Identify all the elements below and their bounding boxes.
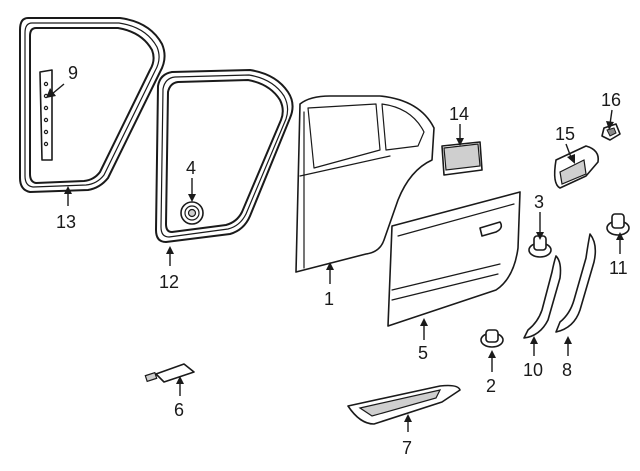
- callout-8: 8: [562, 360, 572, 380]
- part-6-adhesive-tube: [144, 363, 195, 383]
- callout-5: 5: [418, 343, 428, 363]
- callout-3: 3: [534, 192, 544, 212]
- leader-lines: [46, 83, 624, 432]
- callout-4: 4: [186, 158, 196, 178]
- callout-6: 6: [174, 400, 184, 420]
- callout-10: 10: [523, 360, 543, 380]
- part-10-moulding: [523, 255, 562, 339]
- part-14-insulator-pad: [441, 141, 483, 176]
- callout-1: 1: [324, 289, 334, 309]
- part-2-plug: [480, 329, 504, 348]
- callout-7: 7: [402, 438, 412, 458]
- part-11-plug: [606, 213, 630, 236]
- callout-9: 9: [68, 63, 78, 83]
- part-7-scuff-plate: [347, 384, 461, 425]
- part-4-grommet: [180, 201, 204, 225]
- callout-labels: 1 2 3 4 5 6 7 8 9 10 11 12 13 14 15 16: [56, 63, 628, 458]
- callout-13: 13: [56, 212, 76, 232]
- callout-15: 15: [555, 124, 575, 144]
- part-12-door-weatherstrip: [155, 69, 294, 243]
- callout-2: 2: [486, 376, 496, 396]
- callout-16: 16: [601, 90, 621, 110]
- part-5-outer-panel: [387, 191, 521, 327]
- part-9-retainer-strip: [39, 69, 53, 161]
- part-1-door-shell: [295, 95, 435, 273]
- part-8-moulding: [555, 233, 597, 333]
- part-16-clip: [601, 123, 621, 141]
- callout-11: 11: [609, 258, 628, 278]
- callout-12: 12: [159, 272, 179, 292]
- part-13-body-weatherstrip: [19, 17, 166, 193]
- callout-14: 14: [449, 104, 469, 124]
- part-15-bracket: [553, 145, 600, 189]
